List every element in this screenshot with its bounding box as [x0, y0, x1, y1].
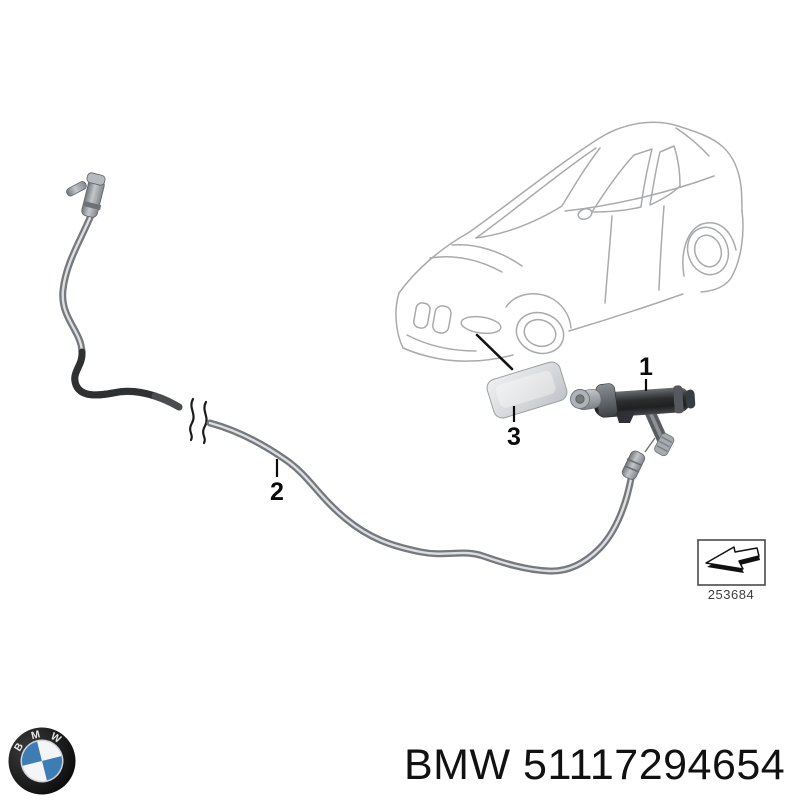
car-rear — [700, 210, 744, 293]
car-headlight — [460, 315, 502, 335]
hose-end-fitting — [621, 437, 656, 480]
car-beltline — [564, 175, 715, 212]
hose-t-connector — [66, 172, 106, 218]
car-bumper-intake — [406, 334, 477, 352]
callout-3-label: 3 — [507, 423, 521, 451]
washer-hose — [59, 209, 637, 575]
roundel-quadrant-blue-tl — [22, 741, 42, 766]
roundel-quadrant-blue-br — [42, 756, 62, 781]
car-nose-edge — [395, 292, 404, 349]
nozzle-bracket-tab — [616, 412, 635, 423]
hose-break-mark-2 — [202, 400, 208, 445]
product-title: BMW 51117294654 — [404, 741, 786, 789]
washer-jet-nozzle — [570, 383, 696, 457]
roundel-quadrant-white-tr — [37, 741, 62, 761]
car-grille-kidney-left — [413, 302, 431, 329]
car-rear-wheel-arch — [682, 222, 737, 277]
reference-number: 253684 — [708, 587, 754, 602]
nozzle-body — [594, 387, 691, 418]
car-rocker — [568, 293, 684, 332]
car-cowl — [475, 205, 563, 239]
car-rear-wheel — [686, 226, 730, 276]
reference-box: 253684 — [697, 539, 766, 602]
car-front-wheel — [515, 311, 565, 355]
car-silhouette — [398, 121, 743, 294]
logo-letter-m: M — [30, 728, 42, 742]
car-grille-kidney-right — [432, 305, 452, 334]
car-hood-crease-2 — [451, 243, 523, 267]
nozzle-body-ring — [673, 385, 684, 414]
car-rear-wheel-rim — [693, 234, 723, 268]
car-door-seam-rear — [658, 205, 665, 291]
car-door-seam-front — [604, 215, 613, 304]
hose-break-mark — [189, 397, 195, 442]
car-front-window — [591, 148, 653, 213]
direction-arrow-icon — [705, 546, 760, 570]
car-rear-window — [649, 145, 681, 206]
nozzle-stem-fitting — [654, 433, 675, 457]
callout-2-label: 2 — [270, 478, 284, 506]
callout-1-label: 1 — [639, 353, 653, 381]
fitting-connect-line — [644, 437, 656, 453]
car-hood-crease-1 — [429, 256, 503, 273]
callouts: 1 2 3 — [270, 353, 653, 506]
nozzle-jet-opening — [575, 394, 585, 404]
car-mirror — [577, 207, 593, 221]
hose-dark-bend — [71, 348, 159, 400]
nozzle-end-nub — [685, 389, 696, 409]
car-outline-drawing — [395, 121, 744, 362]
car-windshield-edge — [561, 147, 601, 207]
leader-line-headlight-to-cap — [475, 333, 514, 371]
bmw-logo: B M W — [8, 727, 76, 795]
car-front-wheel-arch — [505, 293, 572, 329]
roundel-quadrant-white-bl — [22, 761, 47, 781]
nozzle-cover-cap — [486, 361, 568, 419]
car-a-pillar — [475, 147, 597, 239]
car-hatch-line — [675, 127, 710, 157]
car-front-wheel-rim — [523, 318, 557, 348]
